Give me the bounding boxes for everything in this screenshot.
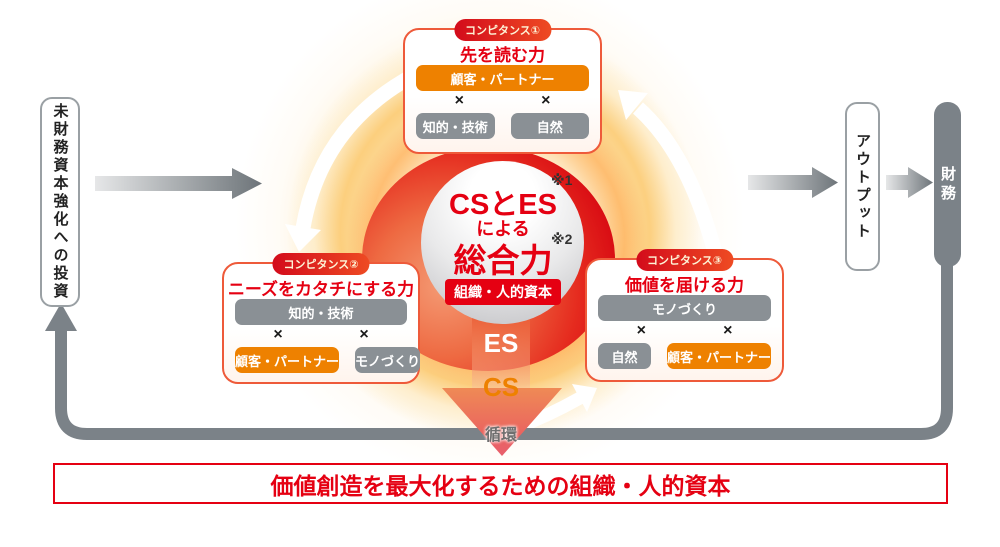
cross-mark: × [359, 326, 369, 343]
cycle-arrow-left-head [285, 224, 321, 252]
chip-row: 顧客・パートナー モノづくり [235, 347, 421, 373]
cross-row: × × [598, 322, 771, 340]
capital-chip: 顧客・パートナー [666, 343, 771, 369]
competency-tag-3: コンピタンス③ [635, 249, 734, 271]
center-title-line3: 総合力 [453, 242, 553, 279]
chip-row: 知的・技術 自然 [416, 113, 589, 139]
cs-label: CS [482, 372, 520, 402]
center-title-line1: CSとES [449, 189, 557, 221]
cross-mark: × [723, 322, 733, 339]
cycle-arrow-right-head [618, 90, 648, 120]
capital-chip: 自然 [510, 113, 589, 139]
es-label: ES [483, 328, 519, 358]
capital-chip: 知的・技術 [416, 113, 495, 139]
investment-label: 未財務資本強化への投資 [51, 103, 69, 301]
footnote-mark-1: ※1 [551, 172, 573, 188]
competency-title-1: 先を読む力 [460, 46, 545, 65]
cross-mark: × [273, 326, 283, 343]
cross-mark: × [541, 92, 551, 109]
input-arrow [95, 168, 262, 199]
competency-tag-2: コンピタンス② [272, 253, 370, 275]
competency-title-2: ニーズをカタチにする力 [227, 280, 415, 299]
cross-mark: × [454, 92, 464, 109]
cycle-arrow-bottom-head [572, 384, 597, 412]
capital-bar: 知的・技術 [235, 299, 407, 325]
finance-box: 財務 [934, 102, 961, 267]
competency-box-3: コンピタンス③ 価値を届ける力 モノづくり × × 自然 顧客・パートナー [585, 249, 784, 382]
footnote-mark-2: ※2 [551, 231, 573, 247]
capital-chip: 自然 [598, 343, 651, 369]
output-box: アウトプット [845, 102, 880, 271]
bottom-banner: 価値創造を最大化するための組織・人的資本 [53, 463, 948, 504]
cross-row: × × [235, 326, 407, 344]
org-capital-badge: 組織・人的資本 [445, 279, 561, 305]
circulation-label: 循環 [484, 427, 518, 444]
competency-tag-1: コンピタンス① [453, 19, 552, 41]
capital-bar: 顧客・パートナー [416, 65, 589, 91]
capital-chip: 顧客・パートナー [235, 347, 340, 373]
capital-bar: モノづくり [598, 295, 771, 321]
investment-box: 未財務資本強化への投資 [40, 97, 80, 307]
feedback-loop-arrowhead [45, 303, 77, 331]
output-arrow [748, 167, 838, 198]
competency-box-2: コンピタンス② ニーズをカタチにする力 知的・技術 × × 顧客・パートナー モ… [222, 253, 421, 384]
output-label: アウトプット [854, 132, 871, 241]
capital-chip: モノづくり [355, 347, 421, 373]
finance-arrow [886, 167, 933, 198]
finance-label: 財務 [939, 165, 956, 204]
bottom-banner-label: 価値創造を最大化するための組織・人的資本 [270, 472, 731, 499]
chip-row: 自然 顧客・パートナー [598, 343, 771, 369]
competency-title-3: 価値を届ける力 [625, 276, 744, 295]
cross-mark: × [636, 322, 646, 339]
competency-box-1: コンピタンス① 先を読む力 顧客・パートナー × × 知的・技術 自然 [403, 19, 602, 154]
center-title-line2: による [476, 219, 530, 239]
cross-row: × × [416, 92, 589, 110]
